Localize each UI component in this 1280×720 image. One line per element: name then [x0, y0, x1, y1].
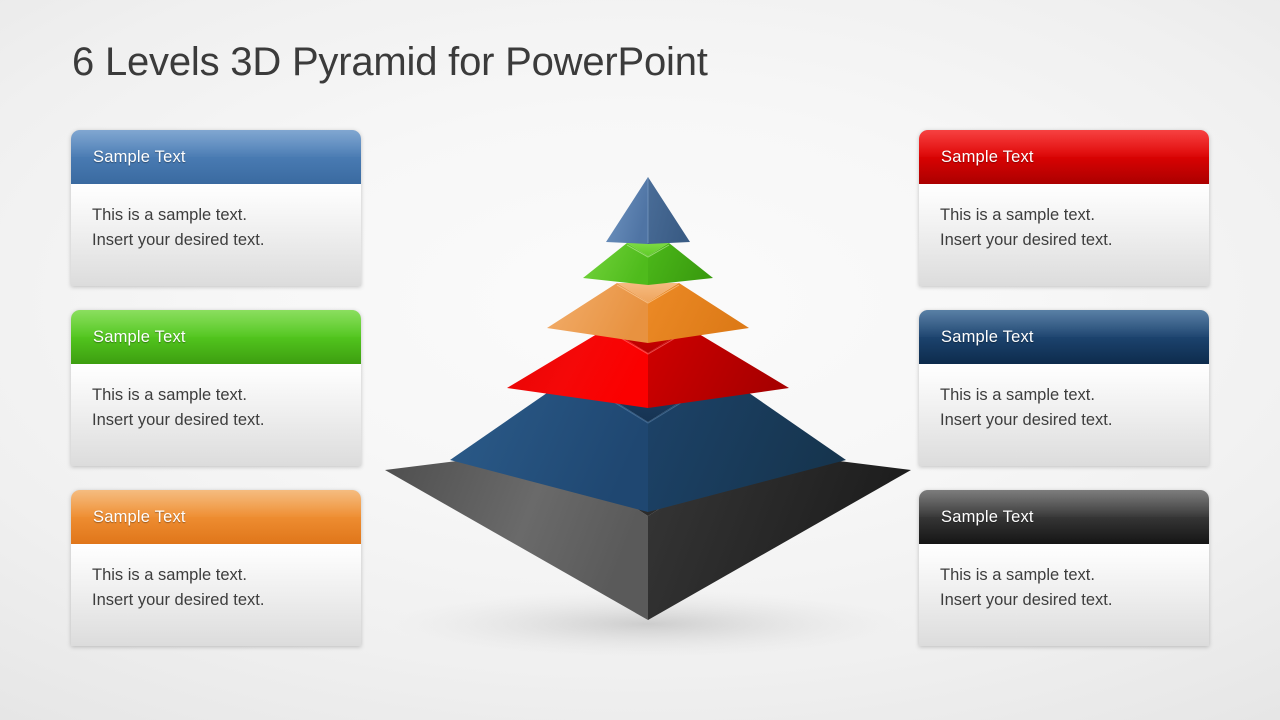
pyramid-level-blue[interactable] — [606, 177, 690, 244]
pyramid-level-orange-edge-highlight — [616, 284, 680, 304]
card-orange[interactable]: Sample Text This is a sample text. Inser… — [71, 490, 361, 646]
pyramid-level-red-left-face — [507, 328, 648, 408]
right-card-column: Sample Text This is a sample text. Inser… — [919, 130, 1209, 646]
pyramid-svg — [385, 177, 911, 658]
pyramid-level-green[interactable] — [583, 243, 713, 285]
card-red[interactable]: Sample Text This is a sample text. Inser… — [919, 130, 1209, 286]
card-orange-header: Sample Text — [71, 490, 361, 544]
card-blue-header: Sample Text — [71, 130, 361, 184]
card-dark-header: Sample Text — [919, 490, 1209, 544]
card-blue-title: Sample Text — [93, 147, 186, 166]
card-green-title: Sample Text — [93, 327, 186, 346]
page-title: 6 Levels 3D Pyramid for PowerPoint — [72, 40, 708, 84]
card-dark-text: This is a sample text. Insert your desir… — [940, 566, 1113, 609]
card-blue[interactable]: Sample Text This is a sample text. Inser… — [71, 130, 361, 286]
pyramid-diagram — [355, 150, 935, 660]
pyramid-level-orange[interactable] — [547, 283, 749, 343]
left-card-column: Sample Text This is a sample text. Inser… — [71, 130, 361, 646]
card-dark-body: This is a sample text. Insert your desir… — [919, 544, 1209, 646]
pyramid-level-red-right-face — [648, 328, 789, 408]
pyramid-level-green-edge-highlight — [626, 244, 670, 258]
card-orange-text: This is a sample text. Insert your desir… — [92, 566, 265, 609]
card-red-body: This is a sample text. Insert your desir… — [919, 184, 1209, 286]
card-green-body: This is a sample text. Insert your desir… — [71, 364, 361, 466]
card-navy-header: Sample Text — [919, 310, 1209, 364]
card-navy-title: Sample Text — [941, 327, 1034, 346]
pyramid-level-green-right-face — [648, 243, 713, 285]
card-orange-title: Sample Text — [93, 507, 186, 526]
pyramid-level-green-top-face — [627, 243, 669, 256]
pyramid-level-navy-right-face — [648, 375, 846, 512]
pyramid-level-blue-right-face — [648, 177, 690, 244]
card-dark[interactable]: Sample Text This is a sample text. Inser… — [919, 490, 1209, 646]
card-green[interactable]: Sample Text This is a sample text. Inser… — [71, 310, 361, 466]
pyramid-level-orange-left-face — [547, 283, 648, 343]
card-blue-body: This is a sample text. Insert your desir… — [71, 184, 361, 286]
card-orange-body: This is a sample text. Insert your desir… — [71, 544, 361, 646]
card-navy-text: This is a sample text. Insert your desir… — [940, 386, 1113, 429]
pyramid-level-orange-right-face — [648, 283, 749, 343]
pyramid-level-navy-left-face — [450, 375, 648, 512]
pyramid-ground-shadow — [393, 590, 903, 658]
card-green-header: Sample Text — [71, 310, 361, 364]
card-blue-text: This is a sample text. Insert your desir… — [92, 206, 265, 249]
card-red-title: Sample Text — [941, 147, 1034, 166]
card-navy[interactable]: Sample Text This is a sample text. Inser… — [919, 310, 1209, 466]
pyramid-level-orange-top-face — [617, 283, 679, 302]
card-green-text: This is a sample text. Insert your desir… — [92, 386, 265, 429]
card-red-header: Sample Text — [919, 130, 1209, 184]
pyramid-level-blue-left-face — [606, 177, 648, 244]
card-dark-title: Sample Text — [941, 507, 1034, 526]
pyramid-level-green-left-face — [583, 243, 648, 285]
card-navy-body: This is a sample text. Insert your desir… — [919, 364, 1209, 466]
card-red-text: This is a sample text. Insert your desir… — [940, 206, 1113, 249]
